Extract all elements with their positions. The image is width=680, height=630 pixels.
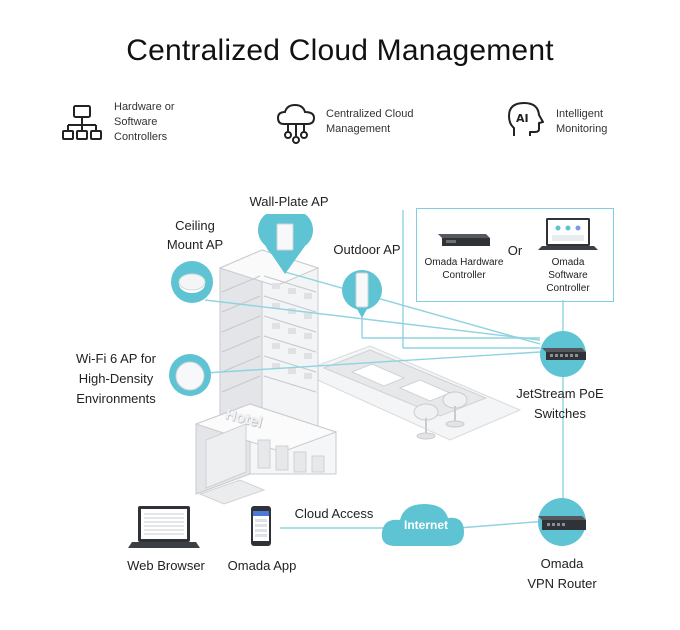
poe-switches-label: JetStream PoE	[516, 386, 604, 401]
cloud-access-label: Cloud Access	[294, 506, 374, 521]
ai-head-icon: AI	[508, 102, 544, 136]
svg-text:AI: AI	[516, 112, 529, 125]
vpn-router-label: Omada	[540, 556, 584, 571]
omada-app-phone-icon	[251, 506, 271, 546]
feature-label: Centralized Cloud	[326, 108, 414, 120]
ceiling-ap-label: Ceiling	[175, 218, 215, 233]
page-title: Centralized Cloud Management	[126, 34, 554, 67]
ceiling-ap-icon	[171, 261, 213, 303]
feature-label: Controllers	[114, 131, 168, 143]
wifi6-ap-label: Environments	[76, 391, 156, 406]
feature-label: Management	[326, 123, 391, 135]
wall-plate-ap-label: Wall-Plate AP	[249, 194, 329, 209]
hardware-controller-label: Omada Hardware	[424, 257, 504, 268]
internet-cloud-icon	[381, 504, 464, 546]
controller-tree-icon	[62, 105, 102, 140]
feature-label: Intelligent	[556, 108, 604, 120]
wifi6-ap-label: High-Density	[78, 371, 154, 386]
vpn-router-icon	[538, 498, 586, 546]
software-controller-laptop	[538, 218, 598, 250]
wifi6-ap-label: Wi-Fi 6 AP for	[76, 351, 156, 366]
software-controller-label: Controller	[546, 283, 590, 294]
hardware-controller-label: Controller	[442, 270, 486, 281]
software-controller-label: Omada	[551, 257, 585, 268]
outdoor-ap-icon	[342, 270, 382, 318]
parasol-icon	[413, 391, 468, 440]
poe-switches-label: Switches	[533, 406, 587, 421]
omada-app-label: Omada App	[227, 558, 297, 573]
wall-plate-ap-icon	[258, 214, 313, 274]
vpn-router-label: VPN Router	[527, 576, 597, 591]
feature-label: Software	[114, 116, 158, 128]
feature-label: Monitoring	[556, 123, 608, 135]
ceiling-ap-label: Mount AP	[166, 237, 224, 252]
outdoor-ap-label: Outdoor AP	[333, 242, 401, 257]
cloud-network-icon	[276, 103, 316, 144]
wifi6-ap-icon	[169, 354, 211, 396]
web-browser-laptop-icon	[128, 506, 200, 548]
web-browser-label: Web Browser	[127, 558, 205, 573]
internet-label: Internet	[403, 518, 448, 532]
feature-intelligent-monitoring: AI Intelligent Monitoring	[506, 100, 636, 148]
hardware-controller-device	[438, 234, 490, 246]
feature-centralized-cloud-management: Centralized Cloud Management	[274, 100, 444, 148]
software-controller-label: Software	[548, 270, 588, 281]
or-label: Or	[507, 243, 523, 258]
poe-switch-icon	[540, 331, 586, 377]
hotel-building	[194, 249, 338, 505]
feature-hardware-software-controllers: Hardware or Software Controllers	[60, 100, 210, 148]
feature-label: Hardware or	[114, 101, 175, 113]
